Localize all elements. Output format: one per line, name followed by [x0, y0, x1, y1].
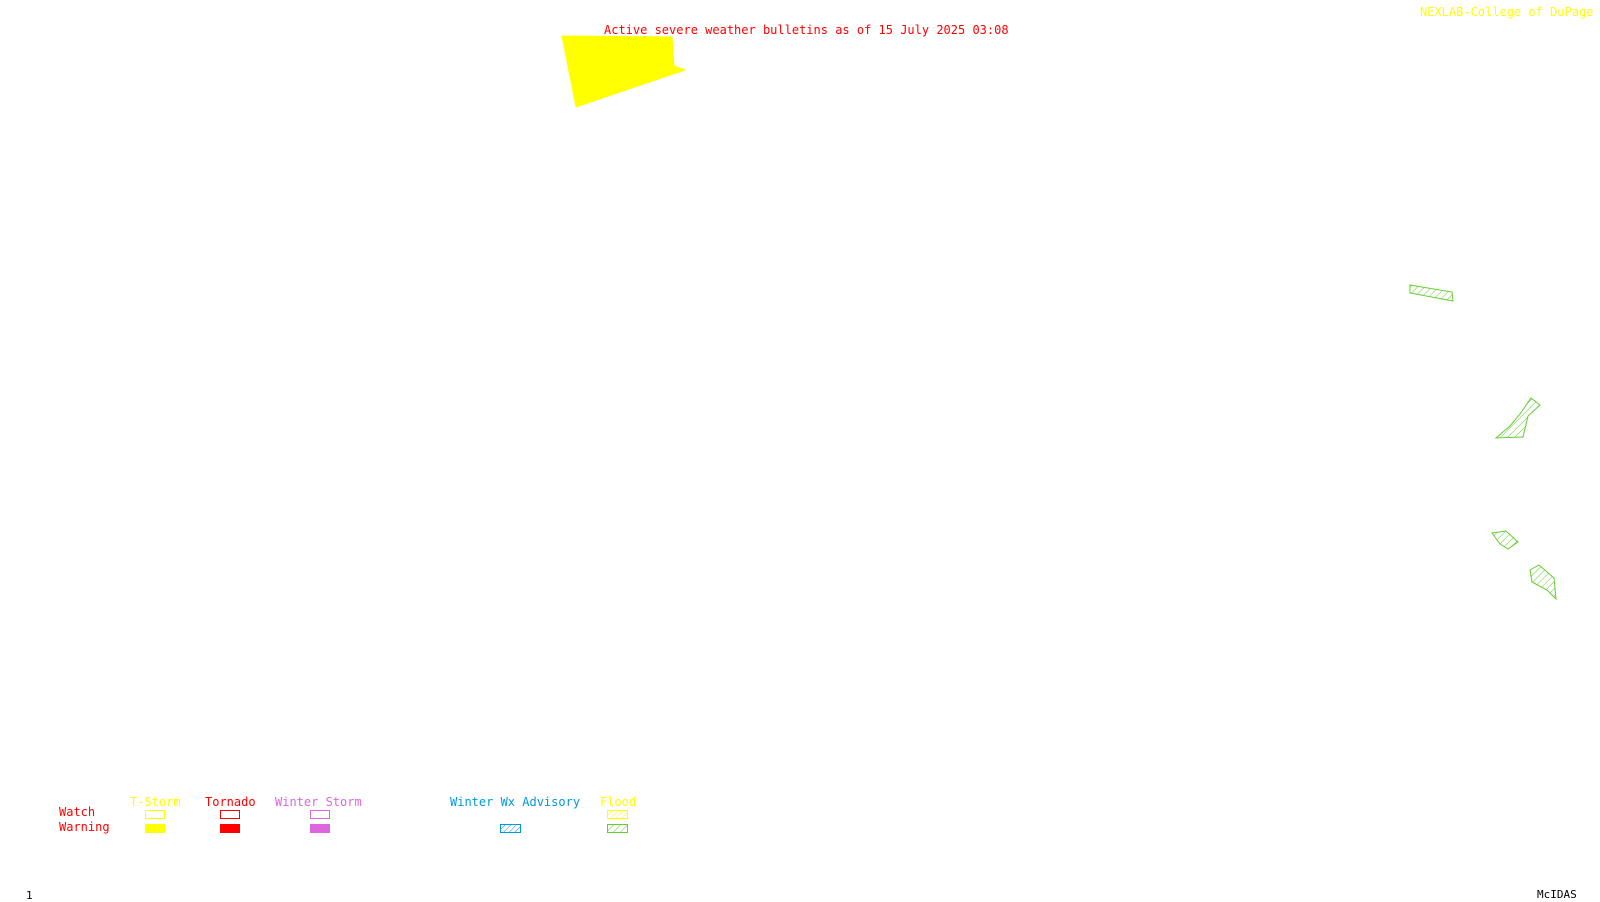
legend-flood-label: Flood [600, 795, 637, 809]
nexlab-credit: NEXLAB-College of DuPage R [1420, 5, 1600, 19]
legend-tornado-watch-swatch [220, 810, 240, 819]
tstorm-warning-polygon [561, 35, 687, 108]
legend-flood-watch-swatch [607, 810, 628, 819]
legend-winter-storm-watch-swatch [310, 810, 330, 819]
mcidas-label: McIDAS [1537, 888, 1577, 901]
legend-winter-storm-label: Winter Storm [275, 795, 362, 809]
flood-warning-polygon-1 [1409, 284, 1454, 302]
legend-tstorm-label: T-Storm [130, 795, 181, 809]
legend-winter-advisory-warning-swatch [500, 824, 521, 833]
legend-tstorm-warning-swatch [145, 824, 165, 833]
flood-warning-polygon-4 [1529, 564, 1557, 601]
legend-warning-label: Warning [59, 820, 110, 834]
flood-warning-polygon-2 [1494, 397, 1541, 439]
flood-warning-polygon-3 [1491, 530, 1519, 550]
legend-tornado-warning-swatch [220, 824, 240, 833]
legend-tstorm-watch-swatch [145, 810, 165, 819]
frame-number: 1 [26, 889, 33, 902]
legend-watch-label: Watch [59, 805, 96, 819]
legend-winter-storm-warning-swatch [310, 824, 330, 833]
bulletin-title: Active severe weather bulletins as of 15… [604, 23, 1009, 37]
legend-flood-warning-swatch [607, 824, 628, 833]
legend-tornado-label: Tornado [205, 795, 256, 809]
legend-winter-advisory-label: Winter Wx Advisory [450, 795, 581, 809]
